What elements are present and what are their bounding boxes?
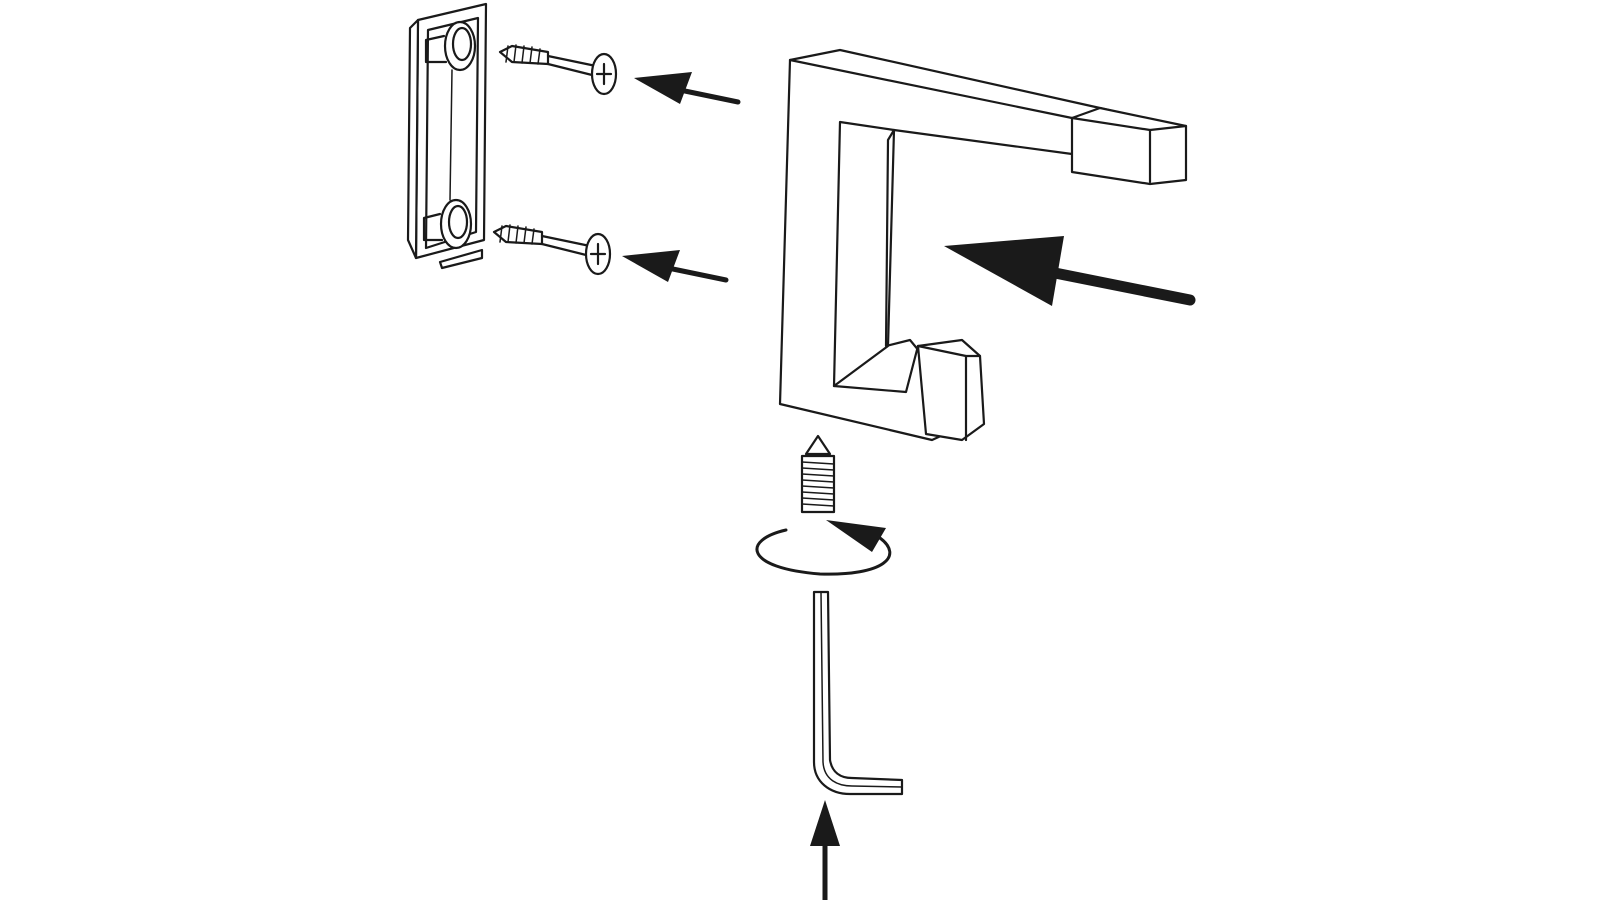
arrow-left-icon: [944, 236, 1196, 306]
coat-hook-icon: [778, 48, 1188, 442]
phillips-screw-icon: [492, 224, 612, 276]
phillips-screw-icon: [498, 44, 618, 96]
arrow-left-icon: [634, 72, 741, 105]
mounting-plate-icon: [406, 2, 488, 270]
rotation-arrow-icon: [755, 520, 892, 576]
set-screw-icon: [800, 434, 836, 514]
allen-key-icon: [812, 590, 904, 796]
arrow-left-icon: [622, 250, 729, 283]
arrow-up-icon: [810, 800, 840, 900]
